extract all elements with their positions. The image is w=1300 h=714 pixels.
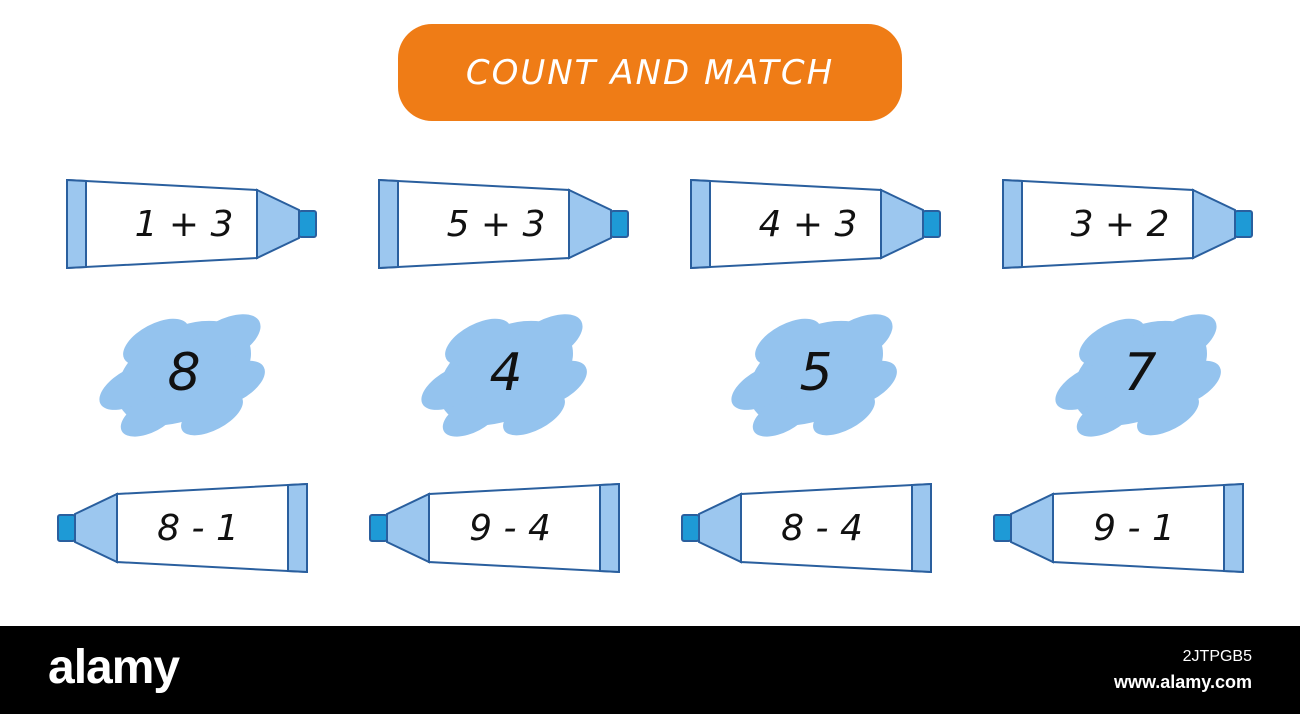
- paint-tube-bottom-1: 8 - 1: [56, 478, 316, 578]
- tube-left-icon: [993, 482, 1244, 574]
- paint-tube-top-1: 1 + 3: [64, 174, 324, 274]
- paint-tube-bottom-3: 8 - 4: [680, 478, 940, 578]
- tube-right-icon: [66, 178, 317, 270]
- image-id: 2JTPGB5: [1182, 648, 1252, 665]
- paint-tube-top-2: 5 + 3: [376, 174, 636, 274]
- number-blob-1: 8: [94, 308, 274, 438]
- subtraction-expression: 9 - 1: [1093, 507, 1175, 549]
- paint-splash-icon: [421, 314, 587, 437]
- addition-expression: 1 + 3: [134, 203, 234, 245]
- worksheet-title: COUNT AND MATCH: [465, 52, 835, 93]
- addition-expression: 4 + 3: [758, 203, 858, 245]
- tube-right-icon: [690, 178, 941, 270]
- paint-tube-top-3: 4 + 3: [688, 174, 948, 274]
- worksheet: COUNT AND MATCH 1 + 3 5 + 3 4 + 3: [56, 24, 1260, 578]
- paint-splash-icon: [1055, 314, 1221, 437]
- watermark-footer: alamy 2JTPGB5 www.alamy.com: [0, 626, 1300, 714]
- tube-right-icon: [1002, 178, 1253, 270]
- tube-left-icon: [681, 482, 932, 574]
- title-banner: COUNT AND MATCH: [398, 24, 902, 121]
- subtraction-expression: 9 - 4: [469, 507, 551, 549]
- answer-number: 7: [1123, 343, 1157, 403]
- paint-tube-bottom-4: 9 - 1: [992, 478, 1252, 578]
- paint-splash-icon: [99, 314, 265, 437]
- addition-expression: 3 + 2: [1070, 203, 1170, 245]
- subtraction-expression: 8 - 4: [781, 507, 863, 549]
- number-blob-3: 5: [726, 308, 906, 438]
- number-blob-4: 7: [1050, 308, 1230, 438]
- paint-splash-icon: [731, 314, 897, 437]
- answer-number: 5: [799, 343, 833, 403]
- number-blob-2: 4: [416, 308, 596, 438]
- addition-expression: 5 + 3: [446, 203, 546, 245]
- site-url: www.alamy.com: [1113, 672, 1252, 692]
- paint-tube-top-4: 3 + 2: [1000, 174, 1260, 274]
- tube-left-icon: [369, 482, 620, 574]
- tube-right-icon: [378, 178, 629, 270]
- subtraction-expression: 8 - 1: [157, 507, 239, 549]
- answer-number: 8: [167, 343, 201, 403]
- answer-number: 4: [489, 343, 523, 403]
- tube-left-icon: [57, 482, 308, 574]
- paint-tube-bottom-2: 9 - 4: [368, 478, 628, 578]
- alamy-logo: alamy: [48, 641, 180, 694]
